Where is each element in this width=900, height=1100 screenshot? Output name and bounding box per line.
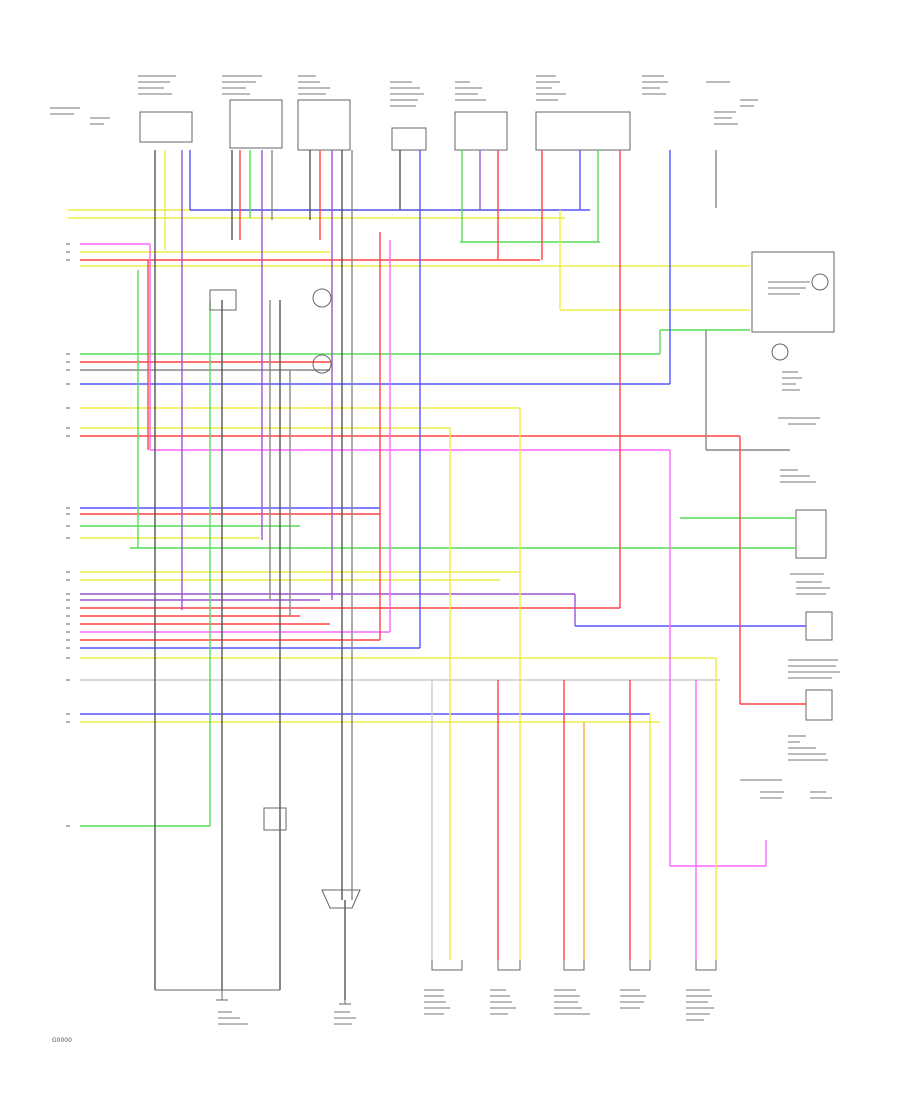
component-box-3	[297, 99, 351, 151]
vertical-wires	[137, 150, 767, 1000]
right-switch-box	[795, 509, 827, 559]
component-box-5	[454, 111, 508, 151]
component-box-6	[535, 111, 631, 151]
top-components	[139, 99, 835, 721]
right-sensor-box-1	[805, 611, 833, 641]
right-component-box	[751, 251, 835, 333]
component-box-4	[391, 127, 427, 151]
ground-symbols	[155, 273, 829, 1005]
right-sensor-box-2	[805, 689, 833, 721]
label-marks	[50, 75, 840, 1025]
pin-marks	[66, 243, 70, 827]
component-box-1	[139, 111, 193, 143]
component-box-2	[229, 99, 283, 149]
figure-code: G0000	[52, 1037, 72, 1044]
